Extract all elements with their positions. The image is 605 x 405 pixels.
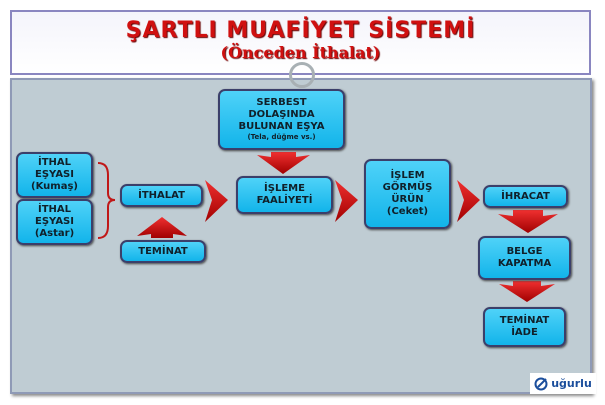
label: SERBEST [256, 97, 307, 108]
label: İŞLEME [264, 183, 305, 194]
box-serbest-esya: SERBEST DOLAŞINDA BULUNAN EŞYA (Tela, dü… [218, 89, 345, 150]
label: BELGE [506, 246, 543, 257]
box-belge-kapatma: BELGE KAPATMA [478, 236, 571, 280]
label: TEMİNAT [499, 315, 550, 326]
label: TEMİNAT [138, 245, 188, 257]
logo: uğurlu [530, 373, 596, 394]
brace [97, 162, 116, 239]
box-teminat-iade: TEMİNAT İADE [483, 307, 566, 347]
label: EŞYASI [35, 216, 74, 227]
label: İTHALAT [138, 189, 185, 201]
box-ithalat: İTHALAT [120, 184, 203, 207]
label: EŞYASI [35, 169, 74, 180]
label: KAPATMA [497, 258, 552, 269]
box-ihracat: İHRACAT [483, 185, 568, 208]
arrow-right-1 [205, 180, 228, 222]
arrow-right-3 [457, 180, 480, 222]
arrow-down-serbest [257, 152, 310, 174]
arrow-down-belge [499, 281, 555, 302]
label: İTHAL [37, 157, 72, 168]
logo-text: uğurlu [551, 377, 592, 390]
label: DOLAŞINDA [248, 109, 315, 120]
arrow-up-teminat [137, 217, 187, 238]
box-islem-gormus-urun: İŞLEM GÖRMÜŞ ÜRÜN (Ceket) [364, 159, 451, 229]
label: İTHAL [37, 204, 72, 215]
label: GÖRMÜŞ [382, 182, 433, 193]
box-ithal-esyasi-astar: İTHAL EŞYASI (Astar) [16, 199, 93, 245]
box-ithal-esyasi-kumas: İTHAL EŞYASI (Kumaş) [16, 152, 93, 198]
label: FAALİYETİ [256, 195, 313, 206]
ring-decoration [289, 62, 315, 88]
box-isleme-faaliyeti: İŞLEME FAALİYETİ [236, 176, 333, 214]
subtitle: (Önceden İthalat) [220, 43, 381, 62]
arrow-down-ihracat [498, 210, 558, 233]
label: (Tela, düğme vs.) [247, 133, 316, 141]
label: (Ceket) [386, 206, 429, 217]
arrow-right-2 [335, 180, 358, 222]
logo-icon [534, 377, 548, 390]
label: (Kumaş) [31, 181, 78, 192]
title: ŞARTLI MUAFİYET SİSTEMİ [125, 18, 476, 43]
label: ÜRÜN [391, 194, 424, 205]
label: İHRACAT [501, 190, 550, 202]
label: İŞLEM [390, 170, 425, 181]
box-teminat: TEMİNAT [120, 240, 206, 263]
label: BULUNAN EŞYA [238, 121, 325, 132]
label: (Astar) [34, 228, 75, 239]
label: İADE [511, 327, 538, 338]
